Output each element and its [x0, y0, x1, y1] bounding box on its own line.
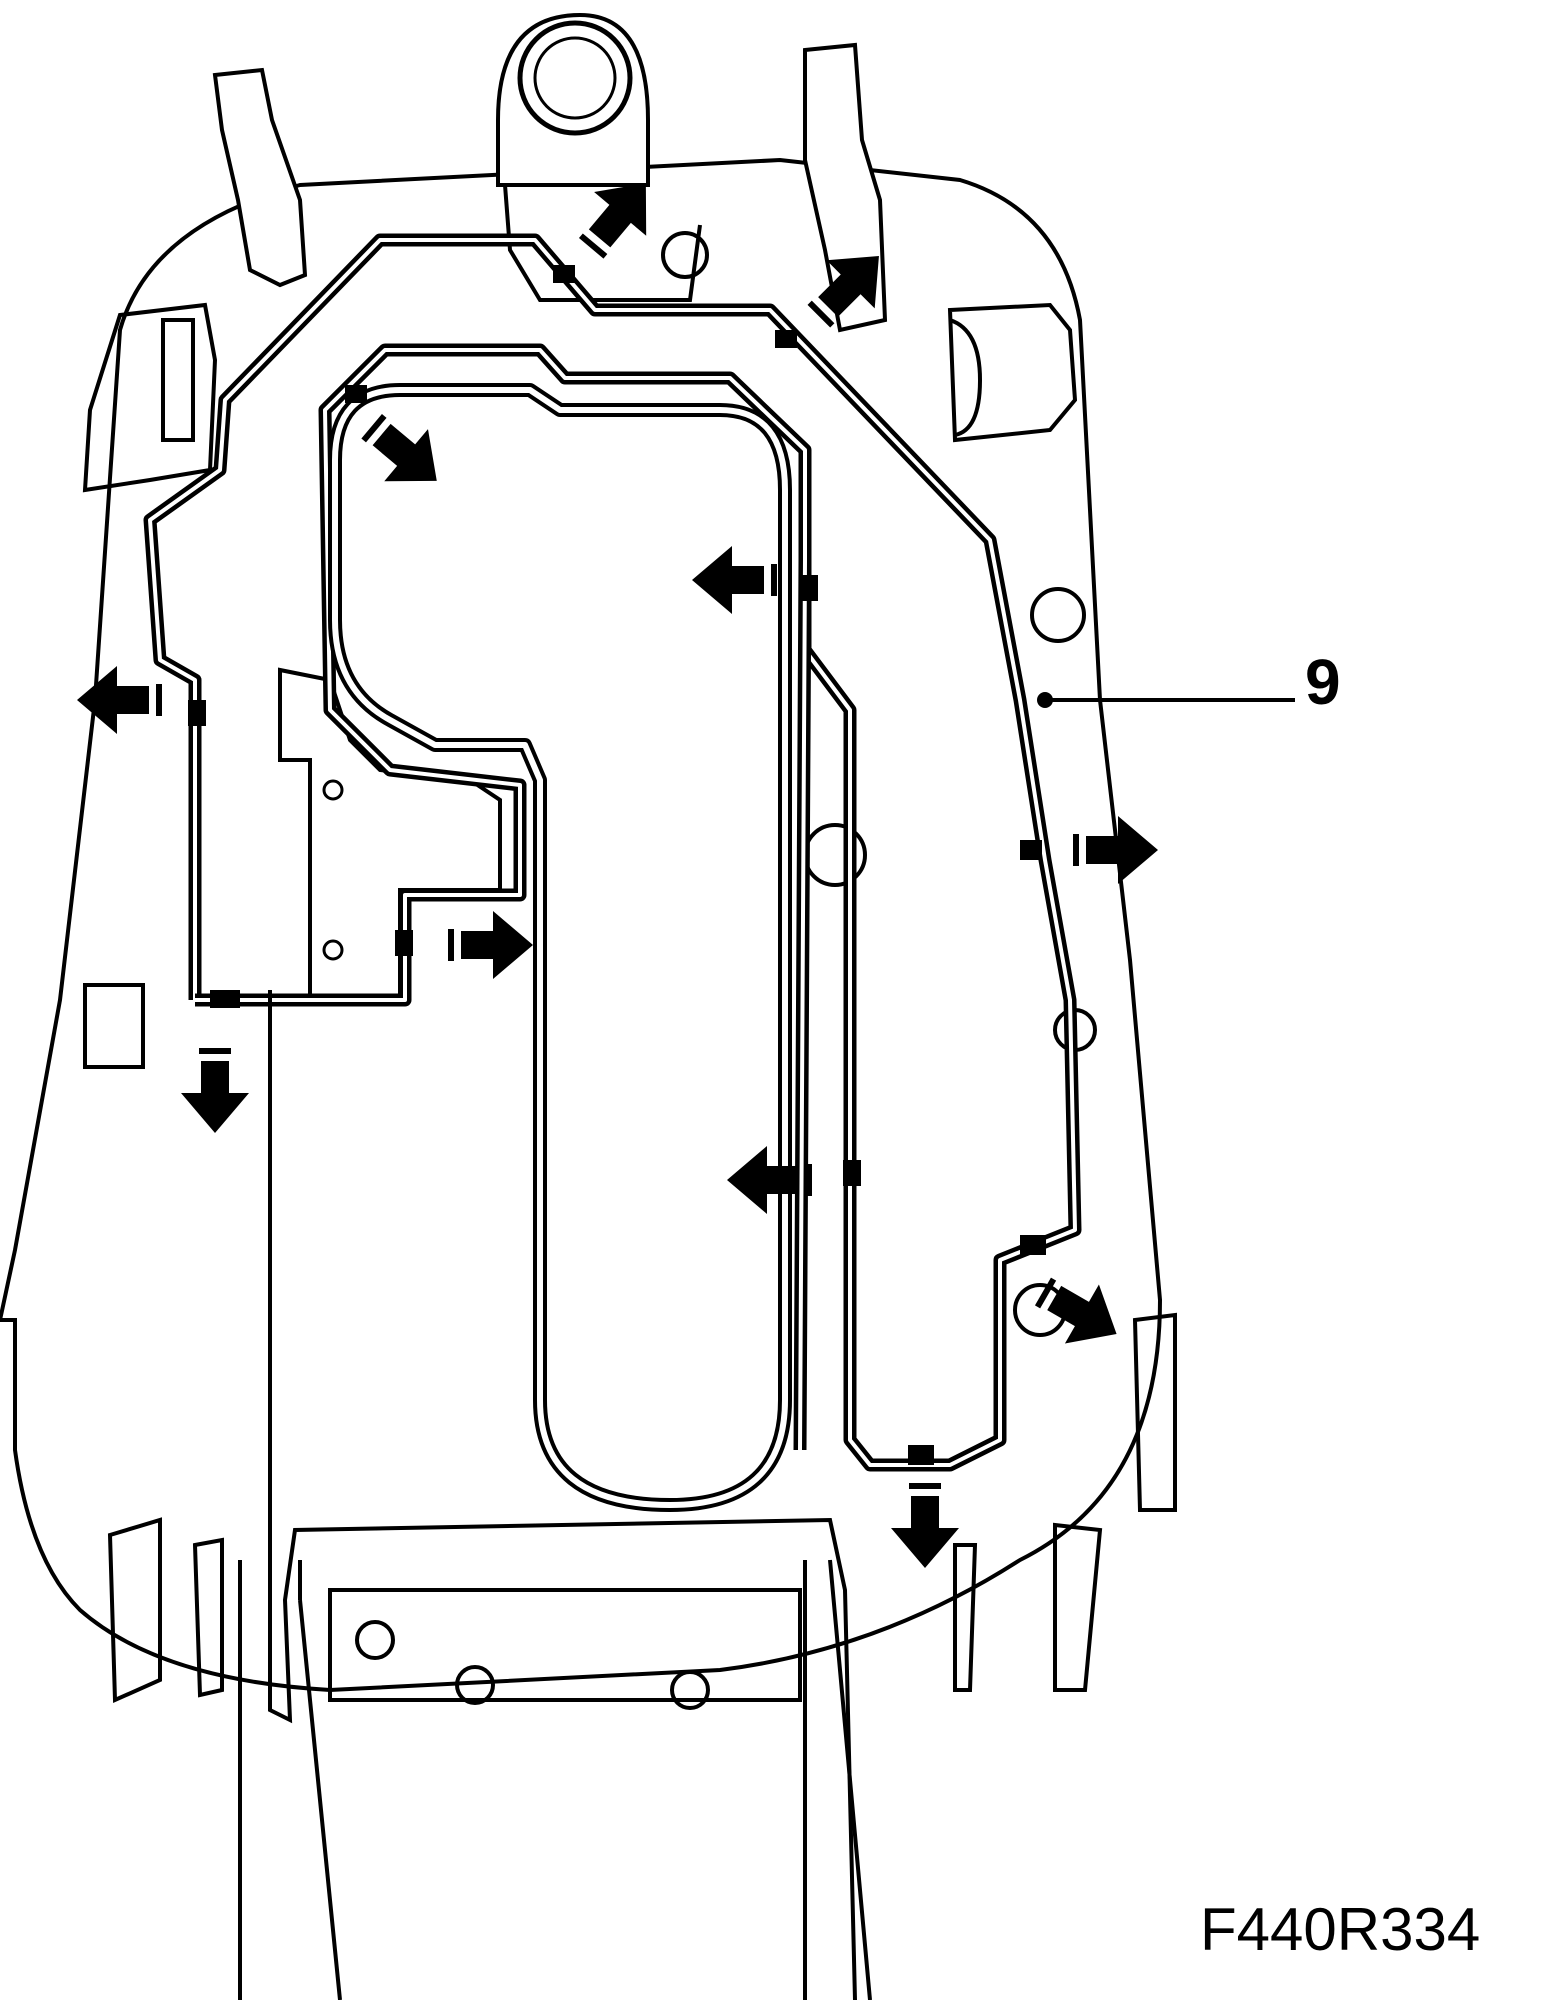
wire-clip — [395, 930, 413, 956]
figure-code: F440R334 — [1200, 1896, 1481, 1963]
wire-clip — [1020, 1235, 1046, 1255]
wire-clip — [345, 385, 367, 403]
wire-clip — [188, 700, 206, 726]
wire-clip — [775, 330, 797, 348]
top-mount-hole — [533, 36, 617, 120]
arrow-icon — [77, 666, 159, 734]
wire-clip — [553, 265, 575, 283]
arrow-icon — [352, 402, 459, 507]
callout-dot — [1037, 692, 1053, 708]
lower-frame — [268, 990, 857, 2000]
wire-clip — [800, 575, 818, 601]
panel-hole-middle — [455, 1665, 495, 1705]
top-mount-ring — [517, 20, 633, 136]
wire-clip — [908, 1445, 934, 1465]
left-label-patch — [83, 983, 145, 1069]
lower-frame-panel — [328, 1588, 802, 1702]
lower-left-tab — [107, 1517, 162, 1704]
top-mount-boss — [661, 231, 709, 279]
arrow-icon — [1076, 816, 1158, 884]
wire-clip — [1020, 840, 1042, 860]
right-boss-upper — [1030, 587, 1086, 643]
heating-wire-center-loop-gap — [332, 387, 788, 1508]
plate-hole-lower — [322, 939, 344, 961]
right-lower-frame-tab — [1132, 1312, 1177, 1512]
arrow-icon — [692, 546, 774, 614]
lower-frame-right-rail — [803, 1559, 872, 2000]
lower-frame-left-rail — [238, 1560, 342, 2000]
arrow-icon — [1029, 1264, 1134, 1364]
heating-wire-outer — [143, 233, 1082, 1472]
callout-label: 9 — [1305, 646, 1341, 718]
arrow-icon — [451, 911, 533, 979]
wire-clip — [210, 990, 240, 1008]
plate-hole-upper — [322, 779, 344, 801]
lower-right-tab — [1053, 1522, 1103, 1692]
left-side-frame — [82, 302, 218, 493]
lower-left-tab-slot — [192, 1537, 224, 1698]
right-side-clip — [947, 302, 1078, 443]
right-side-clip-inner — [949, 318, 983, 437]
left-side-slot — [161, 318, 195, 442]
arrow-icon — [181, 1051, 249, 1133]
panel-hole-left — [355, 1620, 395, 1660]
heating-wire-inner-highlight — [195, 348, 807, 1451]
heating-wire-inner — [195, 343, 812, 1451]
left-upper-bracket — [212, 67, 308, 288]
panel-hole-right — [670, 1670, 710, 1710]
wire-clip — [843, 1160, 861, 1186]
heating-wire-outer-highlight — [148, 238, 1077, 1467]
arrow-icon — [891, 1486, 959, 1568]
lower-right-tab-slot — [953, 1543, 978, 1692]
